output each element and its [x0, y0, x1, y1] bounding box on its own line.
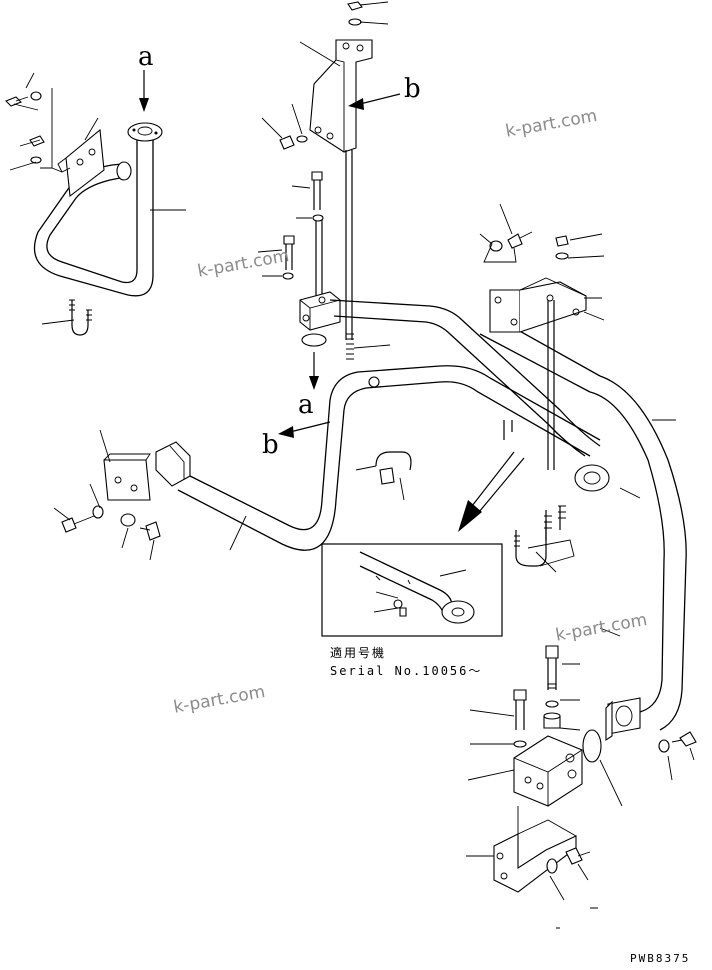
lower-right-valve-assembly [466, 419, 697, 929]
label-b-lower: b [262, 430, 279, 460]
label-b-top: b [404, 74, 421, 104]
inset-detail [321, 543, 503, 637]
drawing-code: PWB8375 [630, 952, 691, 965]
label-a-top: a [138, 42, 154, 72]
main-pipe [53, 203, 687, 731]
top-center-hanger-assembly [257, 1, 401, 438]
label-a-lower: a [298, 390, 314, 420]
inset-caption-japanese: 適用号機 [330, 646, 387, 660]
top-left-pipe-assembly [5, 70, 186, 336]
inset-caption-serial: Serial No.10056～ [330, 664, 483, 678]
